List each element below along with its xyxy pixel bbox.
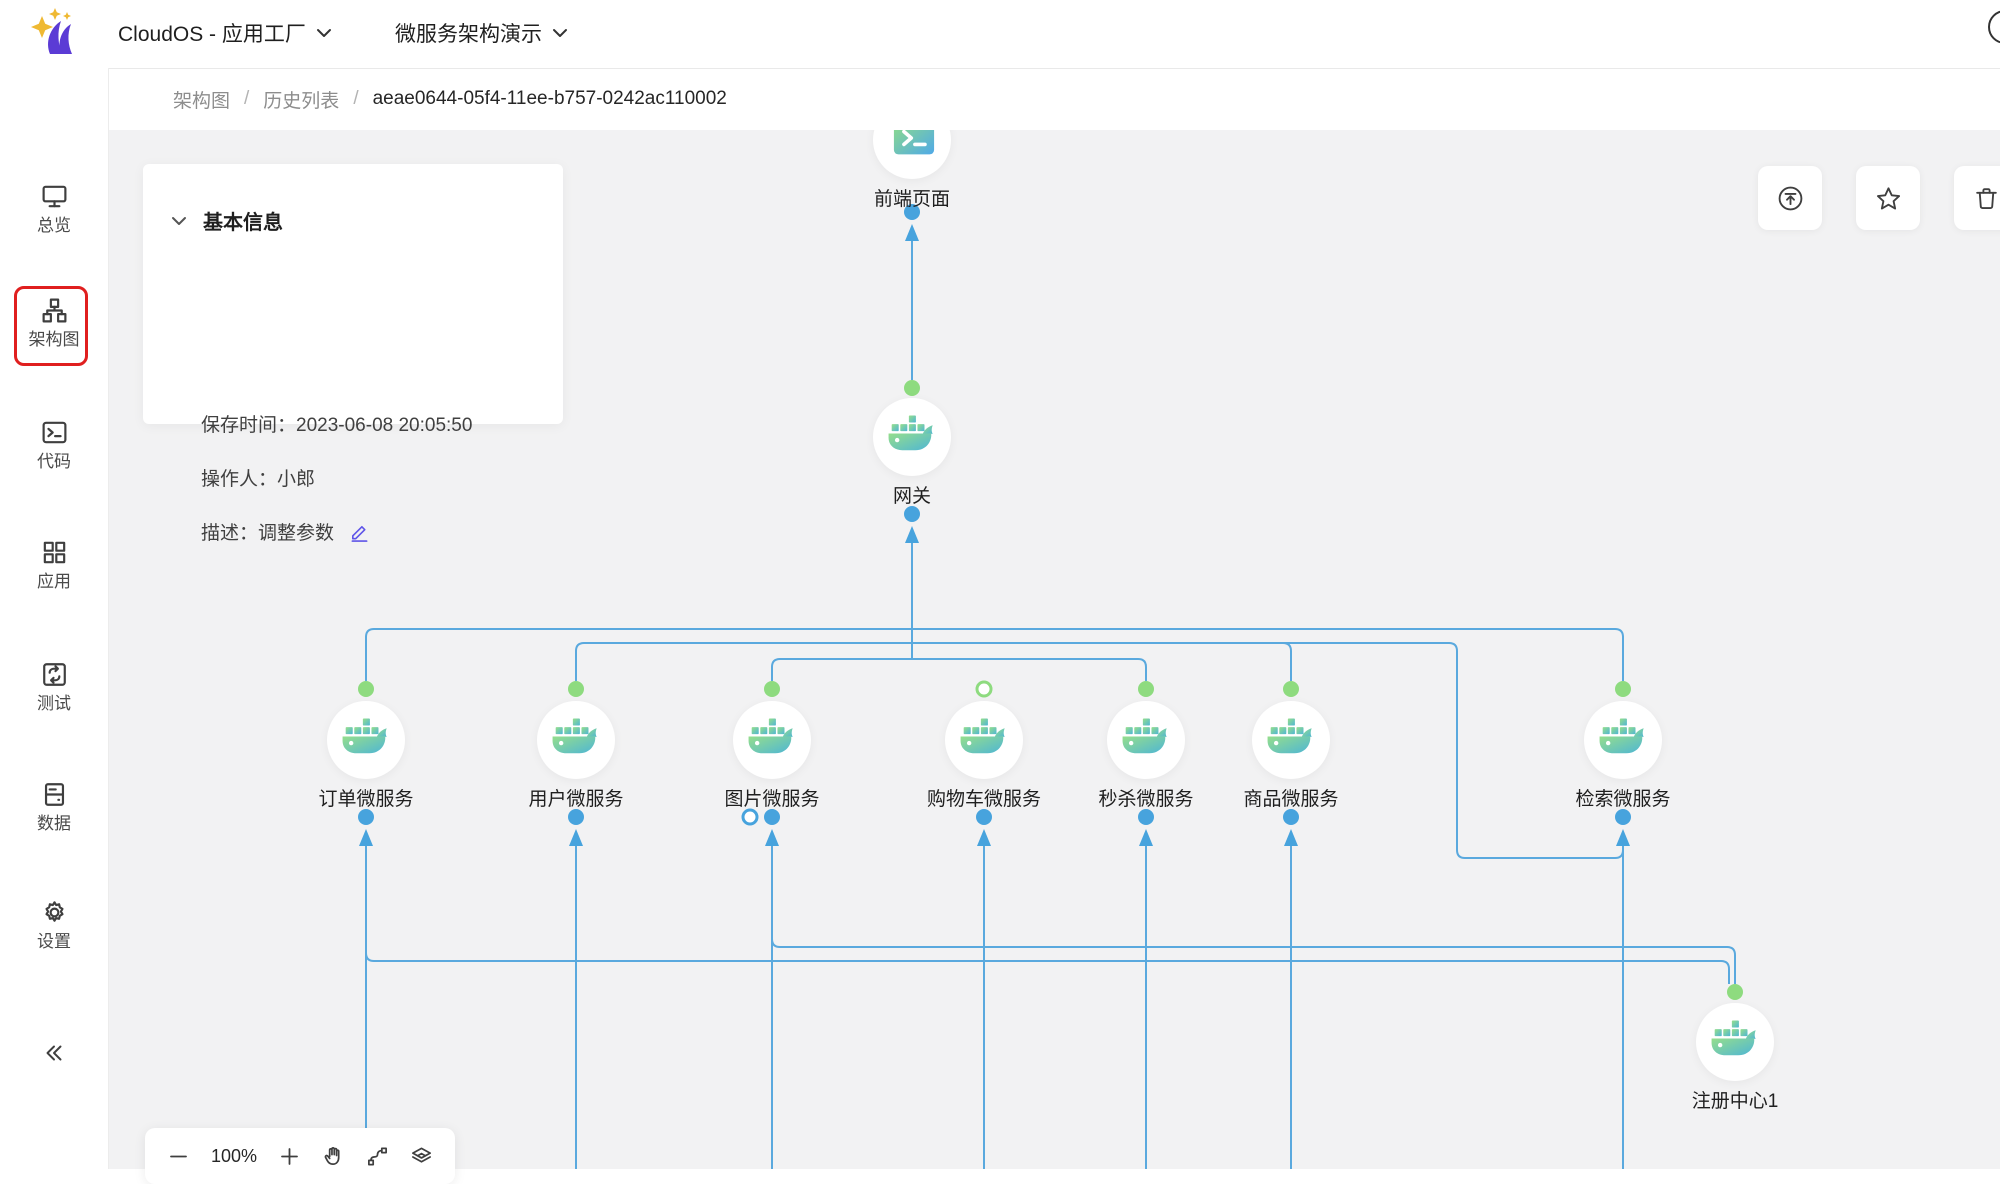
basic-info-panel: 基本信息 保存时间：2023-06-08 20:05:50 操作人：小郎 描述：… <box>143 164 563 544</box>
monitor-icon <box>42 185 66 208</box>
layers-icon[interactable] <box>410 1145 433 1168</box>
docker-whale-icon <box>1121 717 1171 764</box>
top-bar: CloudOS - 应用工厂 微服务架构演示 <box>0 0 2000 69</box>
sidebar-item-test[interactable]: 测试 <box>0 660 108 714</box>
operator-label: 操作人： <box>201 469 278 490</box>
app-grid-icon <box>43 541 65 564</box>
double-chevron-left-icon <box>46 1045 62 1061</box>
save-time-row: 保存时间：2023-06-08 20:05:50 <box>201 410 472 437</box>
edit-pencil-icon[interactable] <box>349 522 370 543</box>
breadcrumb-separator: / <box>244 88 250 109</box>
project-switcher[interactable]: 微服务架构演示 <box>395 18 568 48</box>
sidebar-item-data[interactable]: 数据 <box>0 780 108 834</box>
breadcrumb: 架构图 / 历史列表 / aeae0644-05f4-11ee-b757-024… <box>173 86 727 113</box>
node-label: 检索微服务 <box>1575 789 1671 810</box>
breadcrumb-history-list[interactable]: 历史列表 <box>263 90 340 112</box>
docker-whale-icon <box>747 717 797 764</box>
node-registry-center[interactable]: 注册中心1 <box>1665 1003 1805 1113</box>
workspace-switcher[interactable]: CloudOS - 应用工厂 <box>118 18 332 48</box>
node-label: 网关 <box>892 486 931 507</box>
sidebar-item-code[interactable]: 代码 <box>0 418 108 472</box>
node-label: 用户微服务 <box>528 789 624 810</box>
node-seckill-service[interactable]: 秒杀微服务 <box>1076 701 1216 811</box>
connector-icon[interactable] <box>366 1145 389 1168</box>
chevron-down-icon <box>553 29 567 37</box>
gear-icon <box>44 901 64 922</box>
save-time-value: 2023-06-08 20:05:50 <box>296 415 473 436</box>
chevron-down-icon <box>316 29 331 37</box>
zoom-out-icon[interactable] <box>167 1145 190 1168</box>
user-avatar[interactable] <box>1988 10 2000 44</box>
breadcrumb-current-id: aeae0644-05f4-11ee-b757-0242ac110002 <box>372 88 727 109</box>
collapse-chevron-icon[interactable] <box>171 216 187 226</box>
breadcrumb-architecture[interactable]: 架构图 <box>173 90 231 112</box>
sidebar-item-architecture[interactable]: 架构图 <box>0 296 108 350</box>
node-product-service[interactable]: 商品微服务 <box>1221 701 1361 811</box>
canvas-zoom-toolbar: 100% <box>145 1128 455 1184</box>
description-row: 描述：调整参数 <box>201 518 370 545</box>
node-label: 商品微服务 <box>1243 789 1339 810</box>
docker-whale-icon <box>959 717 1009 764</box>
brand-title: CloudOS - 应用工厂 <box>118 23 306 46</box>
description-value: 调整参数 <box>258 523 335 544</box>
node-gateway[interactable]: 网关 <box>842 398 982 508</box>
terminal-icon <box>42 421 66 444</box>
panel-title: 基本信息 <box>203 212 283 234</box>
favorite-button[interactable] <box>1856 166 1920 230</box>
save-time-label: 保存时间： <box>201 415 297 436</box>
sidebar-nav: 总览 架构图 代码 应用 测试 数据 设置 <box>0 68 109 1169</box>
delete-button[interactable] <box>1954 166 2000 230</box>
zoom-in-icon[interactable] <box>278 1145 301 1168</box>
pan-hand-icon[interactable] <box>322 1145 345 1168</box>
node-order-service[interactable]: 订单微服务 <box>296 701 436 811</box>
docker-whale-icon <box>887 414 937 461</box>
operator-row: 操作人：小郎 <box>201 464 315 491</box>
sidebar-item-apps[interactable]: 应用 <box>0 538 108 592</box>
test-loop-icon <box>42 663 66 686</box>
node-label: 秒杀微服务 <box>1098 789 1194 810</box>
circle-arrow-up-icon <box>1778 186 1802 210</box>
breadcrumb-bar: 架构图 / 历史列表 / aeae0644-05f4-11ee-b757-024… <box>109 68 2000 130</box>
sidebar-collapse-button[interactable] <box>0 1040 108 1071</box>
database-icon <box>44 783 64 806</box>
breadcrumb-separator: / <box>353 88 359 109</box>
docker-whale-icon <box>1266 717 1316 764</box>
sidebar-item-settings[interactable]: 设置 <box>0 898 108 952</box>
node-cart-service[interactable]: 购物车微服务 <box>914 701 1054 811</box>
cloudos-logo-icon <box>31 8 72 54</box>
docker-whale-icon <box>341 717 391 764</box>
docker-whale-icon <box>551 717 601 764</box>
publish-button[interactable] <box>1758 166 1822 230</box>
docker-whale-icon <box>1710 1019 1760 1066</box>
node-search-service[interactable]: 检索微服务 <box>1553 701 1693 811</box>
trash-icon <box>1975 187 1997 209</box>
description-label: 描述： <box>201 523 259 544</box>
node-user-service[interactable]: 用户微服务 <box>506 701 646 811</box>
sidebar-item-overview[interactable]: 总览 <box>0 182 108 236</box>
docker-whale-icon <box>1598 717 1648 764</box>
star-icon <box>1876 186 1900 210</box>
project-title: 微服务架构演示 <box>395 23 542 46</box>
operator-value: 小郎 <box>277 469 316 490</box>
node-label: 前端页面 <box>873 189 950 210</box>
node-image-service[interactable]: 图片微服务 <box>702 701 842 811</box>
node-label: 订单微服务 <box>318 789 414 810</box>
node-label: 图片微服务 <box>724 789 820 810</box>
node-label: 注册中心1 <box>1691 1091 1779 1112</box>
sitemap-icon <box>42 298 66 323</box>
node-label: 购物车微服务 <box>926 789 1041 810</box>
zoom-level: 100% <box>210 1145 258 1166</box>
